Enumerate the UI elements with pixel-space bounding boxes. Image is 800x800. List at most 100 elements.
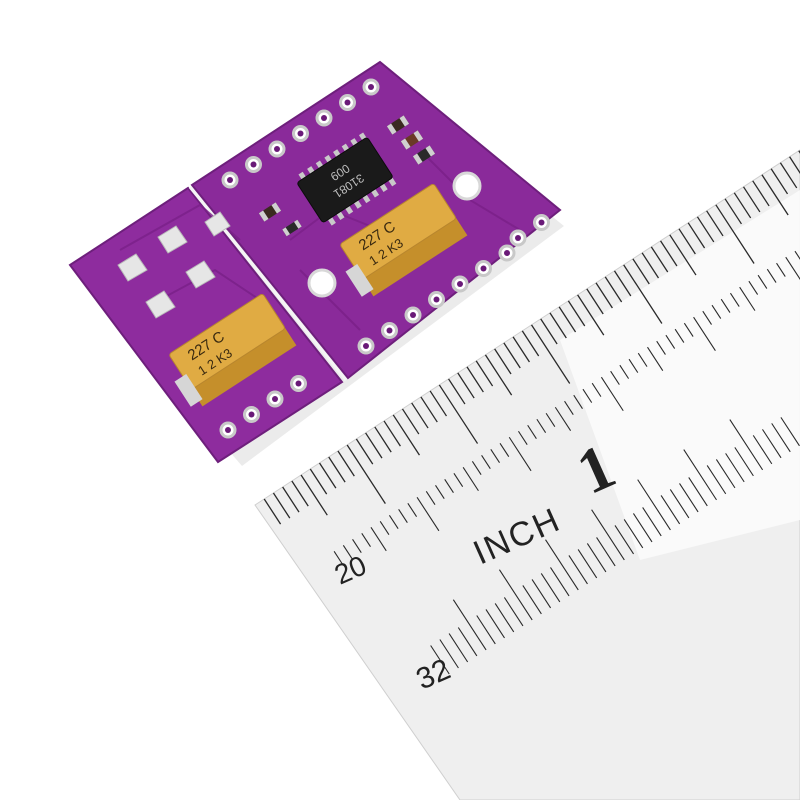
ruler-tick [771, 423, 791, 453]
ruler-tick [577, 294, 605, 336]
ruler-tick [619, 364, 630, 379]
pin-hole-center [274, 146, 280, 152]
ruler-tick [623, 519, 644, 549]
pin-hole-center [295, 380, 302, 387]
ruler-tick [522, 585, 542, 615]
ic-chip: 31081 009 [297, 132, 397, 226]
ruler-tick [656, 340, 666, 355]
ruler-tick [475, 360, 494, 387]
ruler-tick [407, 503, 418, 518]
ruler-tick [748, 280, 759, 295]
ruler-tick [429, 390, 448, 417]
ruler-tick [444, 478, 454, 493]
ruler-tick [430, 645, 450, 675]
ruler-tick [540, 573, 561, 603]
ruler-tick [476, 615, 496, 645]
ic-chip-body [297, 137, 393, 223]
ruler-tick [550, 567, 570, 597]
ruler-tick [613, 270, 632, 297]
ruler-tick [660, 240, 678, 267]
ruler-tick [779, 162, 798, 189]
ruler-tick [586, 543, 607, 573]
ruler-tick [388, 515, 399, 530]
ruler-tick [752, 180, 770, 207]
ruler-tick [484, 354, 513, 396]
capacitor-terminal [345, 263, 374, 297]
ruler-tick [448, 378, 466, 405]
steel-ruler: 20 32 INCH 1 [254, 149, 800, 800]
ruler-tick [263, 498, 282, 525]
ruler-tick [540, 318, 558, 345]
ruler-tick [600, 376, 624, 412]
ruler-tick [337, 450, 355, 477]
ruler-tick [494, 603, 515, 633]
ruler-glare [560, 190, 800, 560]
pin-hole-center [248, 411, 255, 418]
ruler-tick [365, 432, 383, 459]
ruler-tick [591, 509, 625, 561]
ruler-tick [637, 352, 648, 367]
ruler-tick [453, 472, 464, 487]
ruler-tick [318, 462, 337, 489]
ruler-tick [466, 366, 484, 393]
ruler-tick [595, 282, 613, 309]
ruler-tick [521, 330, 540, 357]
pin-hole-center [410, 312, 416, 318]
ruler-tick [494, 348, 512, 375]
ruler-tick [711, 304, 722, 319]
ruler-tick [355, 438, 374, 465]
capacitor-top [169, 293, 285, 389]
ruler-tick [586, 288, 604, 315]
ruler-tick [420, 396, 438, 423]
chip-pin [345, 205, 354, 215]
ruler-tick [770, 168, 789, 195]
pin-hole-center [368, 84, 374, 90]
chip-pin [336, 211, 345, 220]
ruler-tick [660, 495, 681, 525]
ruler-tick [706, 465, 727, 495]
ruler-tick [503, 597, 524, 627]
ruler-tick [706, 210, 724, 237]
ruler-tick [352, 539, 362, 554]
ruler-tick [531, 579, 552, 609]
ruler-tick [734, 447, 754, 477]
ruler-tick [272, 492, 291, 519]
ruler-tick [309, 468, 328, 495]
ruler-tick [498, 569, 533, 621]
ruler-tick [512, 336, 530, 363]
pcb-module: 31081 009 227 C 1 2 K3 227 C 1 2 K3 [68, 60, 564, 466]
ruler-tick [757, 274, 768, 289]
ruler-tick [503, 342, 521, 369]
ruler-tick [687, 222, 706, 249]
ruler-tick [342, 545, 353, 560]
pin-hole-center [515, 235, 521, 241]
ruler-tick [688, 477, 708, 507]
ruler-tick [452, 599, 487, 651]
ruler-tick [545, 539, 579, 591]
ruler-tick [558, 306, 577, 333]
ruler-tick [508, 436, 532, 472]
ruler-tick [536, 418, 547, 433]
ruler-tick [568, 555, 588, 585]
ruler-tick [517, 430, 528, 445]
tantalum-capacitor-left: 227 C 1 2 K3 [169, 293, 297, 407]
ruler-tick [300, 474, 328, 516]
ruler-tick [725, 453, 745, 483]
ruler-tick [665, 334, 676, 349]
ruler-tick [623, 264, 663, 324]
ruler-tick [641, 252, 660, 279]
pin-hole-center [457, 281, 463, 287]
ruler-tick [632, 513, 653, 543]
ruler-tick [789, 156, 800, 174]
pin-hole-center [538, 219, 545, 226]
chip-pin [379, 183, 388, 192]
ruler-tick [383, 420, 401, 447]
ruler-tick [370, 527, 387, 552]
ruler-tick [328, 456, 346, 483]
pin-hole-center [433, 296, 440, 303]
pin-hole-center [227, 177, 233, 183]
ruler-tick-marks [263, 150, 800, 675]
ruler-tick [642, 507, 662, 537]
